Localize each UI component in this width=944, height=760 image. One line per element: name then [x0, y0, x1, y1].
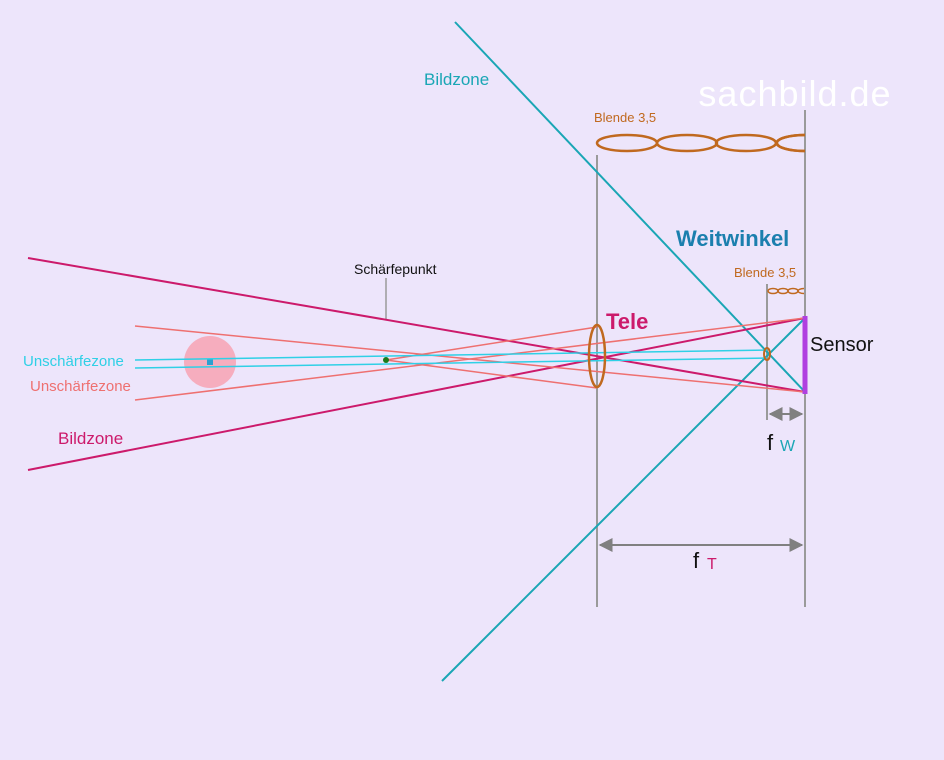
label-tele: Tele — [606, 309, 648, 334]
label-schaerfepunkt: Schärfepunkt — [354, 261, 437, 277]
label-unschaerfezone-cyan: Unschärfezone — [23, 353, 124, 370]
label-ft-f: f — [693, 548, 700, 573]
label-fw-f: f — [767, 430, 774, 455]
label-blende-wide: Blende 3,5 — [734, 265, 796, 280]
blur-red-lower-ray-1 — [134, 317, 806, 401]
blur-cyan-upper-ray — [134, 349, 768, 361]
aperture-tele-chain — [595, 133, 806, 153]
label-bildzone-tele: Bildzone — [58, 429, 123, 448]
bildzone-tele-upper-ray — [27, 257, 806, 393]
wide-lens — [763, 347, 771, 361]
label-fw-sub: W — [780, 438, 796, 455]
label-ft-sub: T — [707, 556, 717, 573]
tele-lens — [587, 323, 607, 389]
watermark-text: sachbild.de — [698, 73, 891, 114]
label-sensor: Sensor — [810, 334, 874, 356]
focus-point-dot — [383, 357, 389, 363]
bildzone-tele-lower-ray — [27, 317, 806, 471]
label-weitwinkel: Weitwinkel — [676, 226, 789, 251]
aperture-wide-chain — [767, 287, 805, 295]
blur-point-marker — [207, 359, 213, 365]
blur-cyan-lower-ray — [134, 357, 768, 369]
blur-red-upper-ray-2 — [385, 326, 598, 361]
bildzone-wide-lower-ray — [441, 317, 806, 682]
label-blende-tele: Blende 3,5 — [594, 110, 656, 125]
blur-red-lower-ray-2 — [385, 359, 598, 389]
label-unschaerfezone-red: Unschärfezone — [30, 378, 131, 395]
label-bildzone-wide: Bildzone — [424, 70, 489, 89]
